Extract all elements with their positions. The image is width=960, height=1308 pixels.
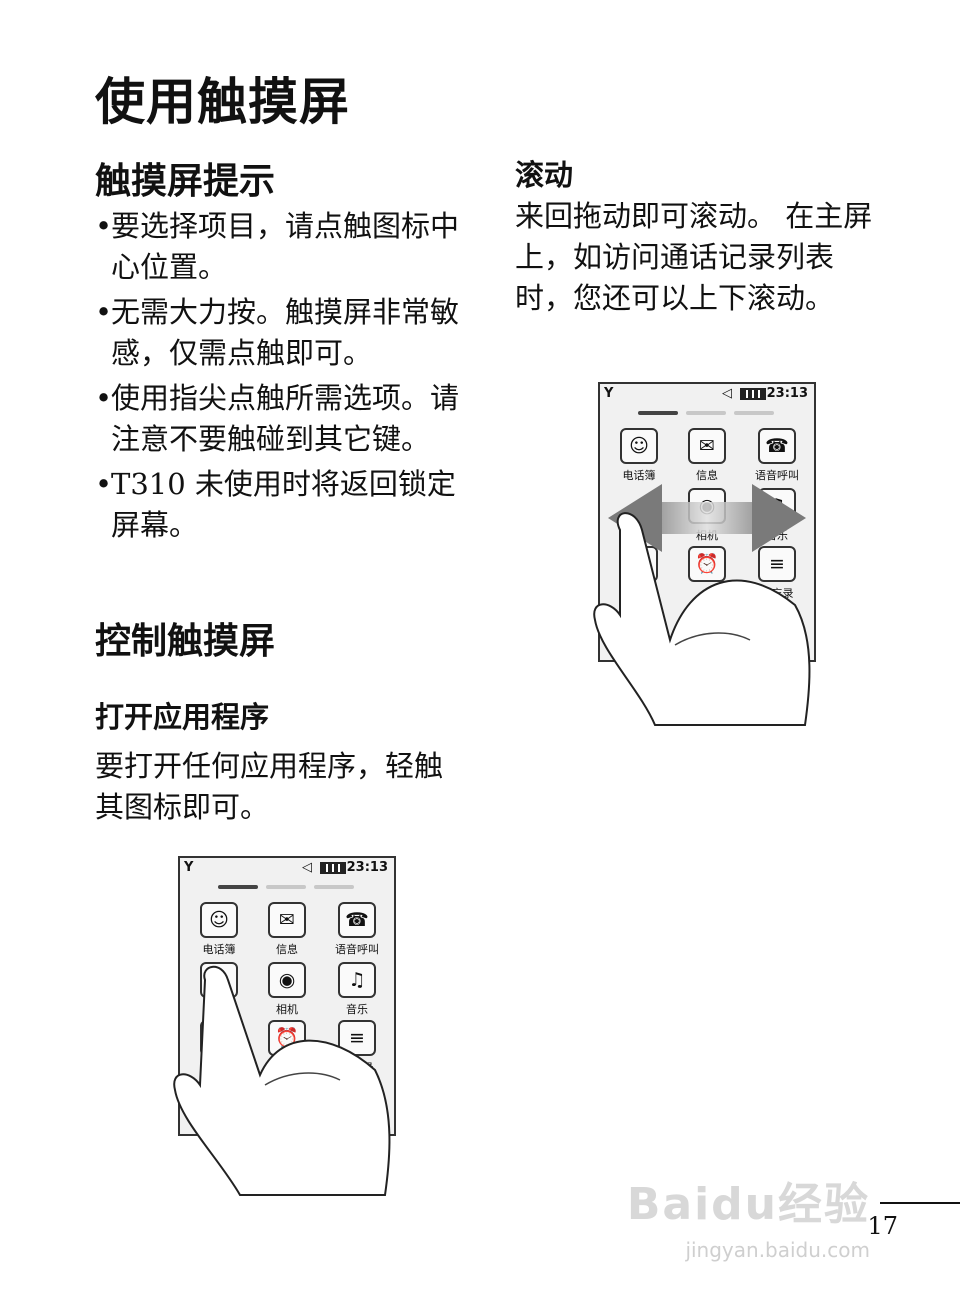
status-bar: Y ◁ 23:13 <box>180 858 394 880</box>
tip-text: 无需大力按。触摸屏非常敏感，仅需点触即可。 <box>111 295 460 370</box>
envelope-icon: ✉ <box>268 902 306 938</box>
app-browser[interactable]: ◍浏览器 <box>184 1078 254 1133</box>
bullet: • <box>95 295 113 329</box>
alarm-clock-icon: ⏰ <box>268 1020 306 1056</box>
app-memo[interactable]: ≡备忘录 <box>742 546 812 601</box>
app-camera[interactable]: ◉相机 <box>252 962 322 1017</box>
list-item: •要选择项目，请点触图标中心位置。 <box>95 206 475 288</box>
speaker-icon: ◁ <box>722 386 732 401</box>
status-bar: Y ◁ 23:13 <box>600 384 814 406</box>
bullet: • <box>95 209 113 243</box>
tip-text: 使用指尖点触所需选项。请注意不要触碰到其它键。 <box>111 381 460 456</box>
list-item: •T310 未使用时将返回锁定屏幕。 <box>95 464 475 546</box>
telephone-icon: ☎ <box>758 428 796 464</box>
app-messages[interactable]: ✉信息 <box>672 428 742 483</box>
speaker-icon: ◁ <box>302 860 312 875</box>
notepad-icon: ≡ <box>338 1020 376 1056</box>
bullet: • <box>95 467 113 501</box>
globe-icon: ◍ <box>200 1078 238 1114</box>
scroll-text: 来回拖动即可滚动。 在主屏上，如访问通话记录列表时，您还可以上下滚动。 <box>515 199 873 315</box>
page-number: 17 <box>867 1212 898 1240</box>
tip-text: 要选择项目，请点触图标中心位置。 <box>111 209 460 284</box>
arrow-right-icon <box>752 484 806 552</box>
status-time: 23:13 <box>766 386 808 401</box>
telephone-icon: ☎ <box>338 902 376 938</box>
arrow-left-icon <box>608 484 662 552</box>
app-voice-call[interactable]: ☎语音呼叫 <box>322 902 392 957</box>
list-item: •无需大力按。触摸屏非常敏感，仅需点触即可。 <box>95 292 475 374</box>
alarm-clock-icon: ⏰ <box>688 546 726 582</box>
globe-icon: ◍ <box>620 604 658 640</box>
settings-icon: ⚙ <box>200 962 238 998</box>
watermark-url: jingyan.baidu.com <box>685 1238 870 1262</box>
app-messages[interactable]: ✉信息 <box>252 902 322 957</box>
bullet: • <box>95 381 113 415</box>
app-settings[interactable]: ⚙ <box>184 962 254 1001</box>
music-note-icon: ♫ <box>338 962 376 998</box>
signal-icon: Y <box>184 860 194 875</box>
tips-heading: 触摸屏提示 <box>95 161 276 202</box>
envelope-icon: ✉ <box>688 428 726 464</box>
tips-list: •要选择项目，请点触图标中心位置。 •无需大力按。触摸屏非常敏感，仅需点触即可。… <box>95 206 475 550</box>
contacts-icon: ☺ <box>200 902 238 938</box>
open-apps-heading: 打开应用程序 <box>95 700 270 734</box>
page-title: 使用触摸屏 <box>95 73 350 131</box>
control-heading: 控制触摸屏 <box>95 621 276 662</box>
camera-icon: ◉ <box>268 962 306 998</box>
app-contacts[interactable]: ☺电话簿 <box>604 428 674 483</box>
scroll-arrow-bar <box>656 502 758 534</box>
app-browser[interactable]: ◍浏览器 <box>604 604 674 659</box>
app-contacts[interactable]: ☺电话簿 <box>184 902 254 957</box>
battery-icon <box>320 862 346 874</box>
page-indicator <box>218 885 354 889</box>
app-voice-call[interactable]: ☎语音呼叫 <box>742 428 812 483</box>
open-apps-text: 要打开任何应用程序，轻触其图标即可。 <box>95 749 444 824</box>
watermark-logo: Baidu经验 <box>626 1179 870 1230</box>
battery-icon <box>740 388 766 400</box>
calendar-icon: 3 <box>200 1020 238 1056</box>
app-alarm[interactable]: ⏰ <box>252 1020 322 1059</box>
app-music[interactable]: ♫音乐 <box>322 962 392 1017</box>
contacts-icon: ☺ <box>620 428 658 464</box>
scroll-heading: 滚动 <box>515 158 574 192</box>
status-time: 23:13 <box>346 860 388 875</box>
page-number-rule <box>880 1202 960 1204</box>
tip-text: T310 未使用时将返回锁定屏幕。 <box>111 467 456 542</box>
page-indicator <box>638 411 774 415</box>
signal-icon: Y <box>604 386 614 401</box>
app-alarm[interactable]: ⏰ <box>672 546 742 585</box>
list-item: •使用指尖点触所需选项。请注意不要触碰到其它键。 <box>95 378 475 460</box>
app-memo[interactable]: ≡备忘录 <box>322 1020 392 1075</box>
